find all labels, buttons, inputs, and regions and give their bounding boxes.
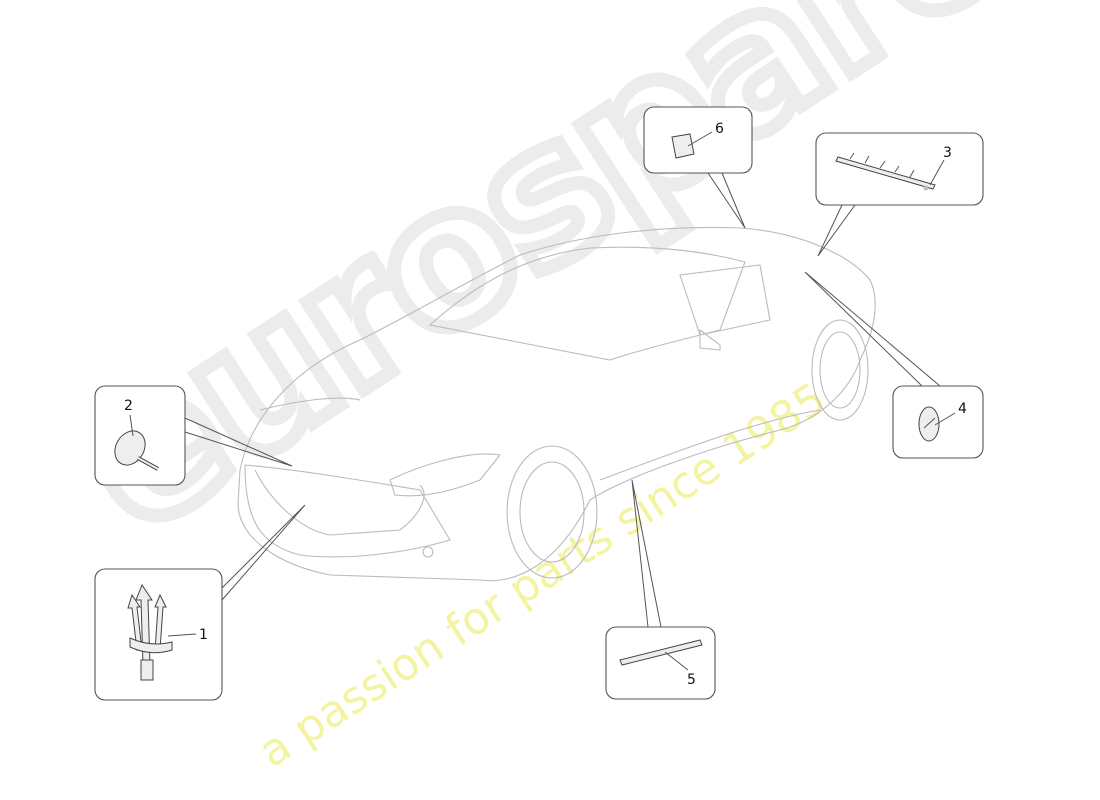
callout-4[interactable]: 4 — [892, 385, 984, 459]
car-drawing — [237, 226, 876, 582]
callout-6[interactable]: 6 — [643, 106, 753, 174]
callout-number: 4 — [958, 401, 967, 417]
leader-lines — [184, 172, 941, 628]
round-emblem-part-icon — [114, 430, 146, 466]
callout-1[interactable]: 1 — [94, 568, 223, 701]
trident-part-icon — [127, 583, 173, 681]
callout-number: 3 — [943, 145, 952, 161]
callout-5[interactable]: 5 — [605, 626, 716, 700]
clip-part-icon — [671, 133, 695, 159]
lettering-part-icon — [835, 156, 936, 190]
callout-number: 5 — [687, 672, 696, 688]
callout-2[interactable]: 2 — [94, 385, 186, 486]
callout-number: 1 — [199, 627, 208, 643]
callout-number: 2 — [124, 398, 133, 414]
callout-3[interactable]: 3 — [815, 132, 984, 206]
side-lettering-part-icon — [619, 639, 703, 666]
callout-number: 6 — [715, 121, 724, 137]
